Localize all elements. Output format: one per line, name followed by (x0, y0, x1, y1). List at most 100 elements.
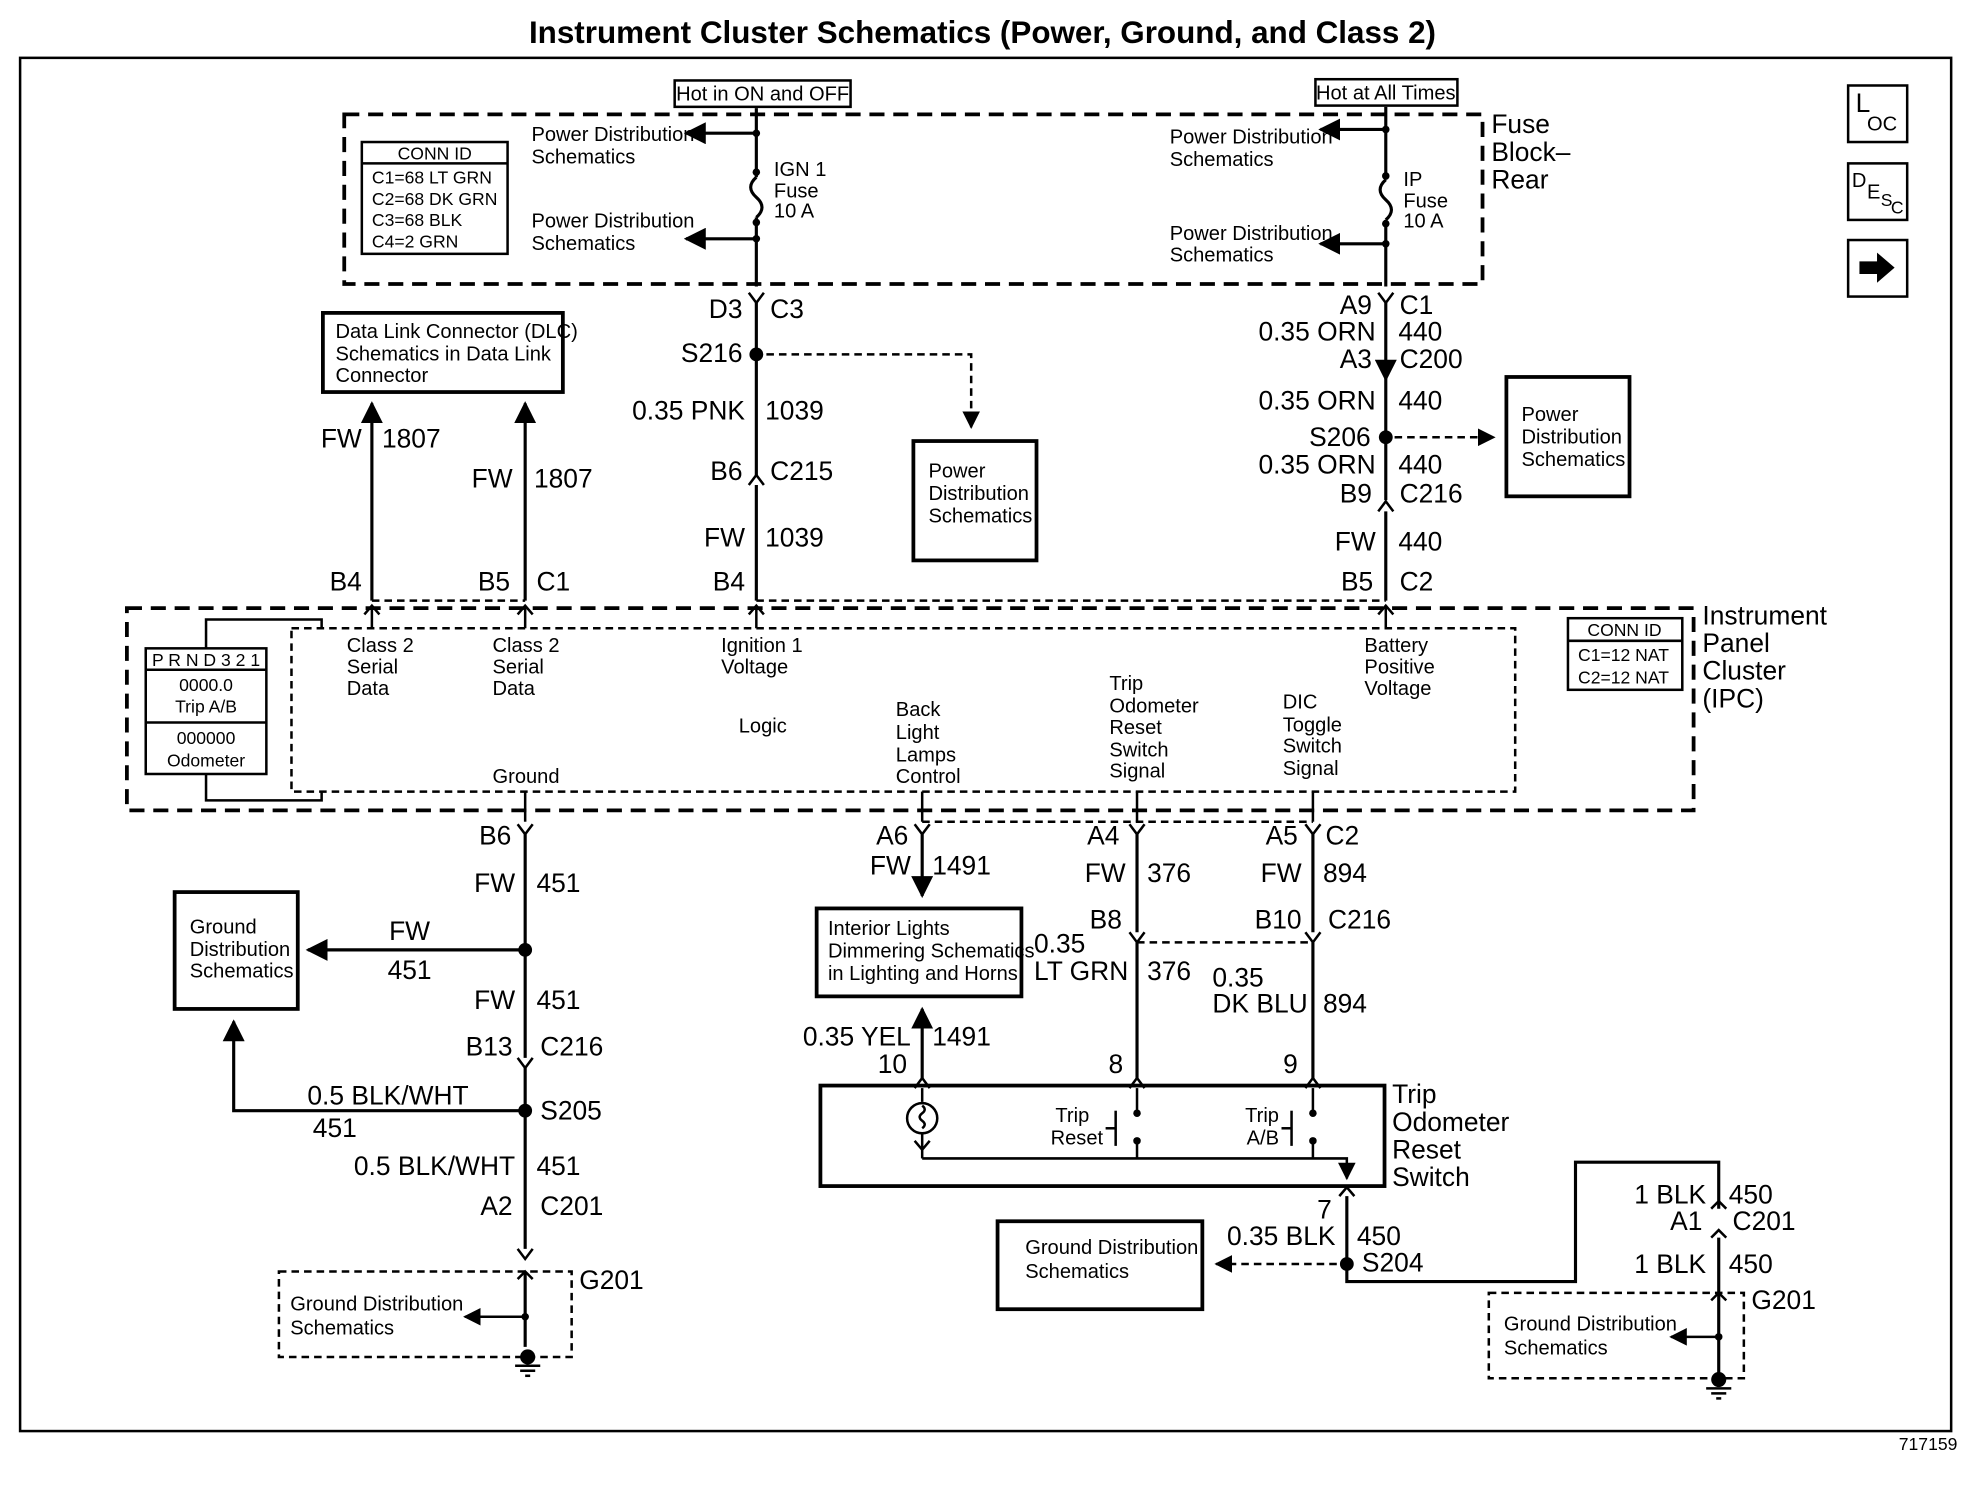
connector-label: C216 (1328, 905, 1391, 935)
pin-label: 9 (1283, 1049, 1298, 1079)
ipc-pin-label: Lamps (896, 744, 956, 766)
circuit-label: 440 (1398, 317, 1442, 347)
pds-label: Schematics (1170, 244, 1274, 266)
wire-gauge-label: 1 BLK (1634, 1180, 1706, 1210)
ipc-pin-label: Data (493, 678, 536, 700)
gds-label: Ground Distribution (1504, 1314, 1677, 1336)
switch-label: Odometer (1392, 1107, 1509, 1137)
splice-s216 (749, 347, 764, 362)
ipc-pin-label: DIC (1283, 692, 1318, 714)
ipc-pin-label: Ground (493, 766, 560, 788)
loc-sub-letters: OC (1867, 114, 1897, 136)
ign-fuse-label: Fuse (774, 180, 819, 202)
ipc-logic-label: Logic (739, 716, 787, 738)
circuit-label: 451 (388, 955, 432, 985)
ipc-pin-label: Reset (1109, 717, 1162, 739)
pds-label: Power Distribution (1170, 223, 1333, 245)
ipc-pin-label: Serial (493, 656, 544, 678)
dlc-label: Connector (335, 365, 428, 387)
ipc-pin-label: Class 2 (347, 635, 414, 657)
ild-label: Interior Lights (828, 918, 950, 940)
ipc-pin-label: Signal (1109, 761, 1165, 783)
diagram-frame (18, 56, 1953, 1433)
cluster-display: P R N D 3 2 1 0000.0 Trip A/B 000000 Odo… (144, 618, 323, 802)
circuit-label: 451 (313, 1113, 357, 1143)
figure-id: 717159 (1899, 1434, 1958, 1454)
next-page-button[interactable] (1846, 238, 1909, 298)
hot-on-off-box (673, 79, 852, 109)
connector-label: C200 (1400, 344, 1463, 374)
pin-label: A2 (480, 1191, 512, 1221)
wire-gauge-label: 0.35 YEL (803, 1021, 911, 1051)
ipc-pin-label: Ignition 1 (721, 635, 803, 657)
dlc-label: Schematics in Data Link (335, 344, 551, 366)
ground-id-label: G201 (579, 1265, 644, 1295)
ipc-pin-label: Voltage (721, 656, 788, 678)
fuse-block-label-2: Block– (1491, 137, 1570, 167)
power-distribution-box (1504, 375, 1632, 499)
splice-s206 (1378, 430, 1393, 445)
pds-label: Power (928, 460, 985, 482)
hot-on-off-label: Hot in ON and OFF (676, 84, 849, 106)
svg-text:C1=12 NAT: C1=12 NAT (1578, 645, 1669, 665)
s216-pds-branch (766, 353, 980, 429)
svg-text:CONN ID: CONN ID (1587, 620, 1661, 640)
dlc-box (321, 311, 565, 394)
svg-text:C1=68 LT GRN: C1=68 LT GRN (372, 167, 492, 187)
power-distribution-box (911, 439, 1039, 563)
pin-label: B10 (1255, 905, 1302, 935)
circuit-label: 1039 (765, 396, 824, 426)
connector-label: C2 (1325, 820, 1359, 850)
wire-gauge-label: FW (389, 916, 430, 946)
connector-label: C201 (1733, 1206, 1796, 1236)
circuit-label: 440 (1398, 386, 1442, 416)
switch-label: Trip (1055, 1105, 1089, 1127)
connector-label: C3 (770, 294, 804, 324)
pin-label: 7 (1317, 1195, 1332, 1225)
pds-label: Distribution (1521, 427, 1622, 449)
ipc-pin-label: Serial (347, 656, 398, 678)
fuse-block-label-3: Rear (1491, 165, 1548, 195)
circuit-label: 1039 (765, 523, 824, 553)
trip-value: 0000.0 (179, 675, 233, 695)
circuit-label: 451 (536, 985, 580, 1015)
ground-distribution-box (172, 890, 300, 1011)
hot-all-times-box (1314, 77, 1459, 107)
switch-label: Switch (1392, 1162, 1470, 1192)
pin-label: A9 (1340, 290, 1372, 320)
gds-label: Schematics (1504, 1337, 1608, 1359)
ign-fuse-icon (749, 176, 764, 219)
ipc-pin-label: Battery (1364, 635, 1428, 657)
circuit-label: 440 (1398, 526, 1442, 556)
ipc-pin-label: Switch (1283, 736, 1342, 758)
pds-label: Schematics (928, 506, 1032, 528)
circuit-label: 1807 (534, 464, 593, 494)
svg-text:CONN ID: CONN ID (398, 144, 472, 164)
g201-right-outline (1487, 1291, 1746, 1380)
pds-label: Schematics (531, 146, 635, 168)
ip-fuse-label: IP (1403, 169, 1422, 191)
ipc-pin-label: Voltage (1364, 678, 1431, 700)
description-button[interactable]: D E S C (1846, 162, 1909, 222)
page-title: Instrument Cluster Schematics (Power, Gr… (529, 15, 1436, 50)
circuit-label: 1491 (932, 850, 991, 880)
pin-label: 10 (878, 1049, 907, 1079)
ipc-pin-label: Light (896, 722, 940, 744)
trip-label: Trip A/B (175, 696, 237, 716)
location-button[interactable]: L OC (1846, 84, 1909, 144)
ipc-pin-label: Class 2 (493, 635, 560, 657)
wire-gauge-label: 0.35 ORN (1258, 317, 1375, 347)
ipc-pin-label: Positive (1364, 656, 1434, 678)
gds-label: Schematics (190, 961, 294, 983)
pin-label: A6 (876, 820, 908, 850)
pin-label: B5 (478, 567, 510, 597)
splice-label: S206 (1309, 422, 1371, 452)
wire-gauge-label: 0.35 ORN (1258, 386, 1375, 416)
fuse-block-label: Fuse (1491, 109, 1550, 139)
wire-gauge-label: FW (870, 850, 911, 880)
switch-label: Reset (1051, 1128, 1104, 1150)
pin-label: B6 (710, 456, 742, 486)
pds-label: Power (1521, 404, 1578, 426)
ipc-pin-label: Data (347, 678, 390, 700)
